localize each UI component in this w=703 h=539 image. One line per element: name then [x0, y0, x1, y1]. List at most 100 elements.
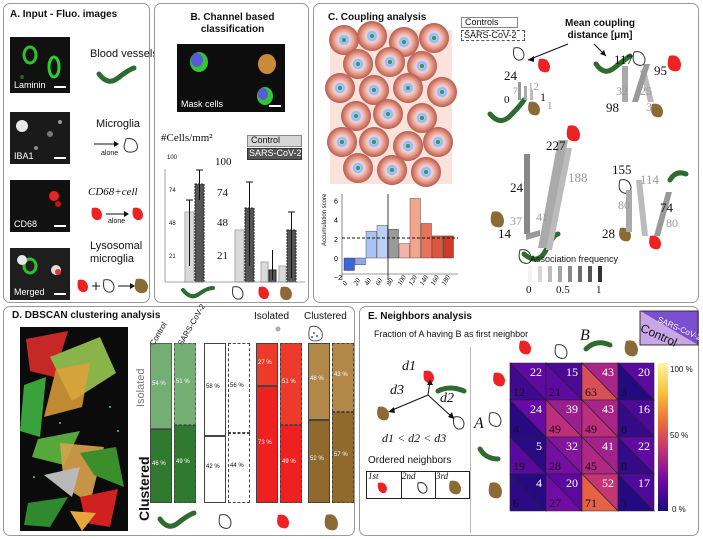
- tick-left-21: 21: [169, 254, 176, 260]
- tick-left-74: 74: [169, 188, 176, 194]
- laminin-image: Laminin: [10, 37, 70, 93]
- matrix-control-triangle: [545, 473, 583, 512]
- d3-label: d3: [390, 383, 404, 398]
- matrix-control-value: 45: [585, 459, 597, 473]
- laminin-vessels: [20, 45, 61, 79]
- hist-tick-label: 2: [334, 237, 338, 244]
- assoc-tick-05: 0.5: [556, 284, 570, 296]
- matrix-control-triangle: [617, 473, 655, 512]
- ordered-neighbors-label: Ordered neighbors: [368, 455, 452, 466]
- matrix-control-value: 21: [549, 385, 561, 399]
- cluster-polygons: [20, 331, 124, 531]
- matrix-control-triangle: [581, 473, 619, 512]
- cell-center: [420, 64, 424, 68]
- tick-right-100: 100: [215, 156, 232, 168]
- isolated-clustered-icons: [275, 325, 323, 342]
- microglia-icon: [218, 514, 232, 529]
- isolated-segment: [256, 343, 278, 387]
- histogram-bar: [420, 223, 432, 259]
- histogram-bar: [398, 243, 410, 259]
- matrix-sars-value: 20: [566, 476, 578, 490]
- cell-center: [406, 86, 410, 90]
- clustered-top-label: Clustered: [304, 311, 347, 322]
- g2-n3: 3: [646, 100, 652, 114]
- isolated-top-label: Isolated: [254, 311, 290, 322]
- g2-n98: 98: [606, 100, 619, 115]
- clustered-segment: [308, 419, 330, 503]
- cell-center: [440, 90, 444, 94]
- alone-label: alone: [101, 150, 119, 157]
- vessel-icon: [181, 286, 215, 299]
- panel-d-title: D. DBSCAN clustering analysis: [12, 310, 161, 321]
- matrix-control-value: 49: [549, 422, 561, 436]
- matrix-sars-value: 20: [638, 365, 650, 379]
- matrix-sars-value: 52: [602, 476, 614, 490]
- isolated-segment: [204, 343, 226, 436]
- cell-center: [388, 60, 392, 64]
- lysosomal-microglia-icon: [324, 514, 338, 531]
- isolated-segment: [150, 343, 172, 430]
- ord-1st: 1st: [368, 471, 379, 481]
- histogram-bar: [354, 257, 366, 265]
- side-isolated-label: Isolated: [135, 368, 147, 407]
- assoc-tick-1: 1: [596, 284, 602, 296]
- g3-n227: 227: [546, 138, 566, 153]
- colorbar-50: 50 %: [670, 431, 689, 440]
- tick-left-48: 48: [169, 221, 176, 227]
- clustered-pct: 46 %: [152, 461, 166, 468]
- cd68-image: CD68: [10, 180, 70, 232]
- ord-2nd: 2nd: [402, 471, 416, 481]
- dbscan-map: [20, 327, 128, 531]
- clustered-segment: [280, 424, 302, 503]
- isolated-pct: 51 %: [176, 378, 190, 385]
- hist-tick-label: 0: [334, 256, 338, 263]
- g2-n117: 117: [614, 52, 634, 67]
- g4-n114: 114: [640, 172, 660, 187]
- clustered-pct: 73 %: [258, 439, 272, 446]
- matrix-sars-value: 17: [638, 476, 650, 490]
- g1-n24: 24: [504, 68, 517, 83]
- hist-tick-label: 4: [334, 218, 338, 225]
- cell-count-bars: [164, 169, 305, 301]
- d2-label: d2: [440, 391, 454, 406]
- matrix-control-value: 4: [513, 422, 519, 436]
- matrix-control-value: 27: [549, 496, 561, 510]
- microglia-alone-icon: [94, 138, 138, 153]
- panel-b: B. Channel based classification Mask cel…: [154, 3, 309, 303]
- cell-center: [338, 86, 342, 90]
- legend-control-swatch: [247, 135, 302, 147]
- cd68-cell-text: CD68+cell: [88, 186, 138, 198]
- cell-center: [402, 40, 406, 44]
- g1-n0: 0: [504, 94, 510, 106]
- histogram-bar: [376, 225, 388, 259]
- isolated-segment: [308, 343, 330, 420]
- g1-n1b: 1: [547, 100, 553, 112]
- matrix-axis-icons: [477, 340, 638, 499]
- panel-e-title: E. Neighbors analysis: [368, 311, 472, 322]
- matrix-control-value: 19: [513, 459, 525, 473]
- matrix-sars-value: 24: [530, 402, 542, 416]
- clustered-segment: [174, 424, 196, 503]
- alone-label: alone: [108, 218, 126, 225]
- iba1-cells: [16, 120, 62, 150]
- lysosomal-microglia-label: Lysosomal microglia: [90, 240, 143, 265]
- cell-center: [354, 114, 358, 118]
- hist-xtick-label: 60: [374, 277, 385, 287]
- g4-n80b: 80: [666, 216, 678, 230]
- cd68-cell-icon: [258, 286, 269, 300]
- blood-vessels-label: Blood vessels: [90, 48, 158, 60]
- clustered-segment: [332, 411, 354, 503]
- isolated-segment: [332, 343, 354, 412]
- cell-center: [436, 140, 440, 144]
- mask-cells: [190, 52, 276, 105]
- cd68-cell-icon: [277, 514, 289, 529]
- cell-center: [424, 170, 428, 174]
- hist-tick-label: −2: [334, 275, 342, 282]
- col-sars-label: SARS-CoV-2: [176, 302, 208, 348]
- matrix-sars-value: 22: [638, 439, 650, 453]
- inequality-label: d1 < d2 < d3: [382, 431, 447, 445]
- isolated-pct: 27 %: [258, 359, 272, 366]
- cd68-cells: [49, 191, 61, 207]
- matrix-sars-value: 4: [536, 476, 542, 490]
- matrix-sars-value: 41: [602, 439, 614, 453]
